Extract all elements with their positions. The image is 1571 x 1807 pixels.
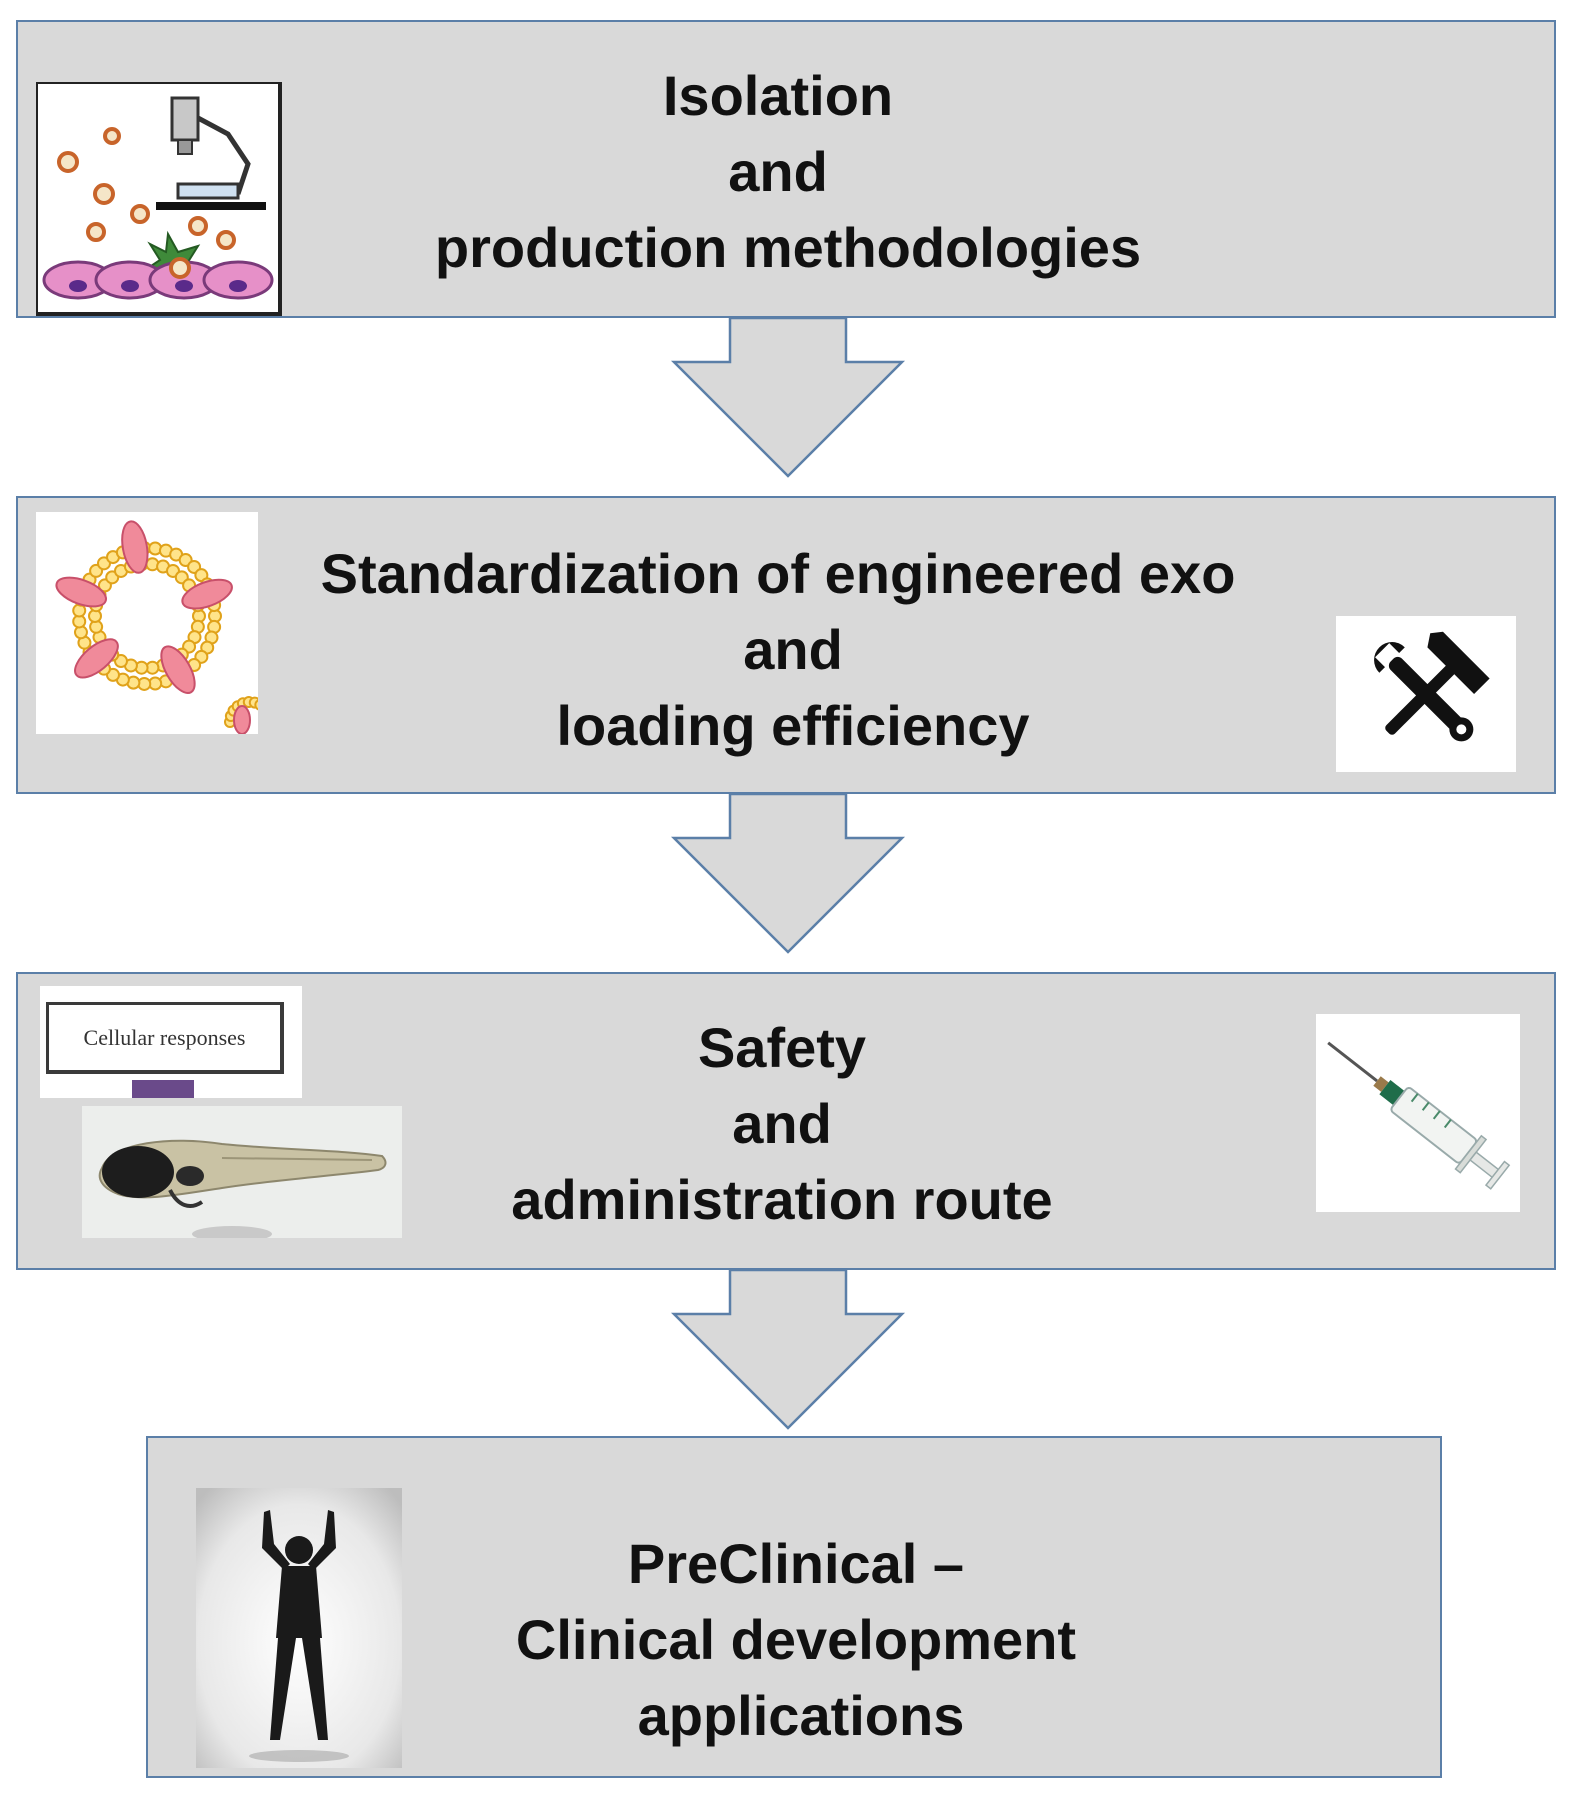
inset-label: Cellular responses (83, 1024, 246, 1050)
down-arrow-2 (670, 792, 906, 954)
stage-line: and (732, 1092, 832, 1155)
down-arrow-3 (670, 1268, 906, 1430)
inset-label-box: Cellular responses (46, 1002, 284, 1074)
stage-title-standardization: Standardization of engineered exo and lo… (18, 536, 1558, 764)
microscope-cells-icon (36, 82, 282, 316)
stage-title-isolation: Isolation and production methodologies (18, 58, 1558, 286)
stage-line: and (728, 140, 828, 203)
stage-line: administration route (511, 1168, 1053, 1231)
stage-line: Safety (697, 1016, 867, 1079)
stage-line: production methodologies (434, 216, 1142, 279)
stage-box-isolation: Isolation and production methodologies (16, 20, 1556, 318)
stage-line: loading efficiency (556, 694, 1030, 757)
zebrafish-image (82, 1106, 402, 1238)
stage-title-clinical: PreClinical – Clinical development appli… (148, 1526, 1444, 1754)
stage-line: Clinical development (515, 1608, 1077, 1671)
stage-box-safety: Cellular responses (16, 972, 1556, 1270)
cellular-responses-inset: Cellular responses (40, 986, 302, 1098)
stage-box-standardization: Standardization of engineered exo and lo… (16, 496, 1556, 794)
stage-line: PreClinical – (627, 1532, 965, 1595)
stage-line: and (743, 618, 843, 681)
stage-box-clinical: PreClinical – Clinical development appli… (146, 1436, 1442, 1778)
stage-title-safety: Safety and administration route (18, 1010, 1558, 1238)
person-silhouette-image (196, 1488, 402, 1768)
stage-line: applications (637, 1684, 965, 1747)
stage-line: Standardization of engineered exo (320, 542, 1236, 605)
stage-line: Isolation (662, 64, 894, 127)
exosome-vesicle-icon (36, 512, 258, 734)
syringe-icon (1316, 1014, 1520, 1212)
inset-connector (132, 1080, 194, 1098)
tools-icon (1336, 616, 1516, 772)
down-arrow-1 (670, 316, 906, 478)
